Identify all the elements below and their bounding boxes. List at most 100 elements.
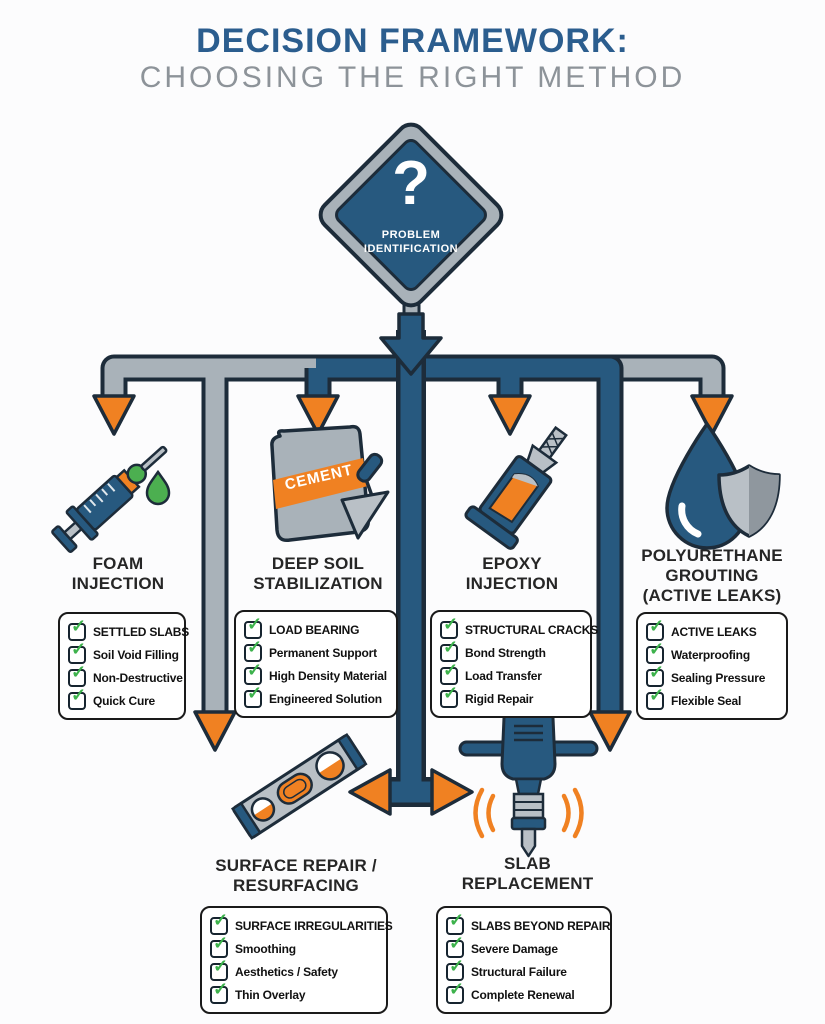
check-icon: ✓: [443, 613, 458, 634]
checkbox-checked-icon: ✓: [440, 638, 458, 662]
question-mark: ?: [392, 149, 430, 218]
jackhammer-icon: [458, 708, 599, 858]
droplet-icon: [145, 469, 171, 506]
checkbox-checked-icon: ✓: [646, 617, 664, 641]
criteria-box-deep-soil: ✓LOAD BEARING ✓ Permanent Support ✓High D…: [234, 610, 398, 718]
criteria-item: ✓Structural Failure: [446, 957, 604, 983]
checkbox-checked-icon: ✓: [68, 640, 86, 664]
arrow-down-surface-repair-icon: [193, 710, 237, 752]
criteria-item: ✓ Rigid Repair: [440, 684, 584, 710]
check-icon: ✓: [71, 684, 86, 705]
criteria-item: ✓ Aesthetics / Safety: [210, 955, 380, 983]
criteria-label: Sealing Pressure: [671, 670, 766, 685]
criteria-label: Non-Destructive: [93, 670, 183, 685]
criteria-label: Structural Failure: [471, 964, 567, 979]
criteria-label: SETTLED SLABS: [93, 624, 190, 639]
criteria-item: ✓ STRUCTURAL CRACKS: [440, 613, 598, 641]
check-icon: ✓: [649, 684, 664, 705]
criteria-box-surface-repair: ✓SURFACE IRREGULARITIES ✓Smoothing ✓Aest…: [200, 906, 393, 1014]
criteria-item: ✓ Bond Strength: [440, 638, 584, 664]
method-title-epoxy-injection: EPOXY INJECTION: [465, 554, 559, 594]
criteria-box-epoxy-injection: ✓ STRUCTURAL CRACKS ✓ Bond Strength ✓ Load …: [430, 610, 598, 718]
criteria-label: Aesthetics / Safety: [235, 964, 338, 979]
criteria-label: ACTIVE LEAKS: [671, 624, 757, 639]
criteria-label: Severe Damage: [471, 941, 558, 956]
criteria-item: ✓LOAD BEARING: [244, 615, 390, 641]
criteria-label: Flexible Seal: [671, 693, 742, 708]
check-icon: ✓: [443, 659, 458, 680]
criteria-item: ✓ ACTIVE LEAKS: [646, 617, 780, 643]
check-icon: ✓: [213, 978, 228, 999]
gray-pipe-fill: [104, 358, 722, 714]
trowel-blade: [340, 490, 390, 540]
check-icon: ✓: [213, 909, 228, 930]
check-icon: ✓: [649, 615, 664, 636]
check-icon: ✓: [649, 661, 664, 682]
criteria-label: Thin Overlay: [235, 987, 306, 1002]
criteria-item: ✓ SURFACE IRREGULARITIES: [210, 909, 393, 937]
checkbox-checked-icon: ✓: [446, 911, 464, 935]
criteria-label: Rigid Repair: [465, 691, 534, 706]
arrow-down-epoxy-icon: [488, 394, 532, 436]
criteria-item: ✓ Sealing Pressure: [646, 663, 780, 689]
checkbox-checked-icon: ✓: [440, 684, 458, 708]
criteria-item: ✓ Quick Cure: [68, 686, 178, 712]
criteria-label: Permanent Support: [269, 645, 377, 660]
checkbox-checked-icon: ✓: [646, 663, 664, 687]
criteria-box-foam-injection: ✓SETTLED SLABS ✓Soil Void Filling ✓Non-D…: [58, 612, 189, 720]
trowel-handle: [356, 452, 384, 483]
arrow-down-foam-icon: [92, 394, 136, 436]
checkbox-checked-icon: ✓: [210, 980, 228, 1004]
check-icon: ✓: [449, 978, 464, 999]
check-icon: ✓: [213, 955, 228, 976]
branch-arrowheads: [92, 394, 734, 816]
criteria-item: ✓ SETTLED SLABS: [68, 617, 189, 643]
criteria-label: SLABS BEYOND REPAIR: [471, 918, 611, 933]
check-icon: ✓: [443, 636, 458, 657]
criteria-item: ✓ Non-Destructive: [68, 663, 183, 689]
criteria-label: Bond Strength: [465, 645, 546, 660]
check-icon: ✓: [213, 932, 228, 953]
problem-identification-label: PROBLEM IDENTIFICATION: [363, 229, 459, 256]
page-title: DECISION FRAMEWORK:: [196, 22, 629, 60]
check-icon: ✓: [649, 638, 664, 659]
criteria-label: Load Transfer: [465, 668, 542, 683]
method-title-foam-injection: FOAM INJECTION: [71, 554, 165, 594]
page-subtitle: CHOOSING THE RIGHT METHOD: [139, 61, 686, 94]
arrow-left-icon: [348, 768, 392, 816]
vibration-lines-icon: [473, 787, 584, 839]
checkbox-checked-icon: ✓: [440, 661, 458, 685]
syringe-icon: [51, 445, 171, 553]
criteria-item: ✓ Flexible Seal: [646, 686, 780, 712]
spirit-level-icon: [230, 732, 368, 840]
criteria-label: STRUCTURAL CRACKS: [465, 622, 599, 637]
main-arrow-down-icon: [379, 312, 443, 376]
criteria-label: Quick Cure: [93, 693, 156, 708]
check-icon: ✓: [71, 615, 86, 636]
checkbox-checked-icon: ✓: [210, 934, 228, 958]
checkbox-checked-icon: ✓: [446, 980, 464, 1004]
checkbox-checked-icon: ✓: [68, 686, 86, 710]
criteria-item: ✓High Density Material: [244, 659, 390, 687]
method-title-surface-repair: SURFACE REPAIR / RESURFACING: [215, 856, 377, 896]
checkbox-checked-icon: ✓: [646, 686, 664, 710]
criteria-item: ✓ Permanent Support: [244, 636, 390, 664]
criteria-label: SURFACE IRREGULARITIES: [235, 918, 393, 933]
arrow-right-icon: [430, 768, 474, 816]
criteria-item: ✓Engineered Solution: [244, 684, 390, 710]
arrow-down-slab-icon: [588, 710, 632, 752]
criteria-label: Engineered Solution: [269, 691, 382, 706]
checkbox-checked-icon: ✓: [68, 663, 86, 687]
criteria-item: ✓Complete Renewal: [446, 980, 604, 1006]
check-icon: ✓: [247, 636, 262, 657]
criteria-item: ✓ Severe Damage: [446, 934, 604, 960]
arrow-down-polyurethane-icon: [690, 394, 734, 436]
checkbox-checked-icon: ✓: [646, 640, 664, 664]
checkbox-checked-icon: ✓: [446, 934, 464, 958]
problem-diamond: [335, 139, 487, 291]
check-icon: ✓: [247, 659, 262, 680]
check-icon: ✓: [443, 682, 458, 703]
checkbox-checked-icon: ✓: [68, 617, 86, 641]
criteria-item: ✓Waterproofing: [646, 640, 780, 666]
